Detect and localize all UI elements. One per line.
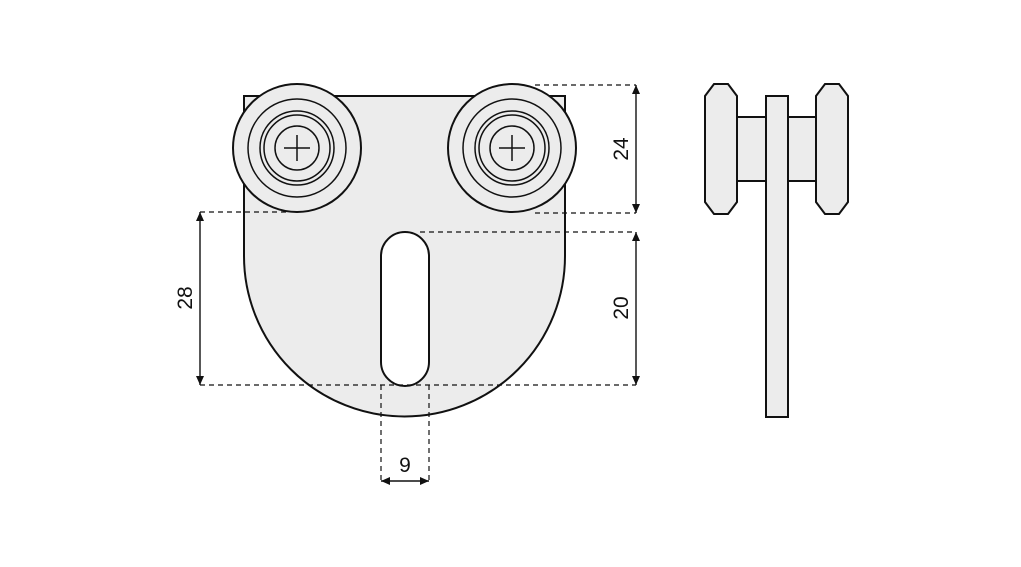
right-wheel [447,83,577,213]
left-wheel-side [704,83,738,215]
left-wheel [232,83,362,213]
dim-plate-height: 28 [174,286,197,309]
screw-cross-icon [499,135,525,161]
dim-slot-length: 20 [610,296,633,319]
right-wheel-side [815,83,849,215]
dim-slot-width: 9 [399,454,411,477]
screw-cross-icon [284,135,310,161]
plate-side [765,95,789,418]
slot [380,231,430,387]
dim-wheel-height: 24 [610,137,633,161]
side-view [704,83,849,418]
front-view [232,83,577,418]
dimension-lines: 24 20 28 9 [174,84,640,485]
